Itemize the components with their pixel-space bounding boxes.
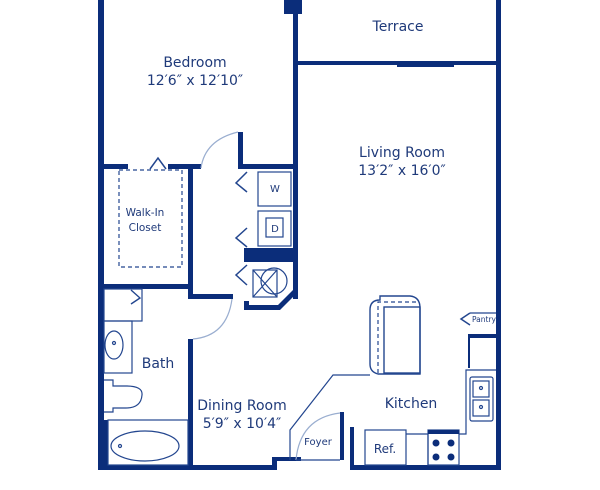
mech-door bbox=[234, 264, 248, 286]
range bbox=[427, 429, 460, 466]
pantry-label: Pantry bbox=[472, 315, 497, 324]
toilet bbox=[104, 379, 143, 413]
kitchen-label: Kitchen bbox=[385, 396, 438, 412]
bath-closet-door bbox=[130, 289, 142, 305]
dryer bbox=[257, 210, 292, 247]
range-back bbox=[428, 430, 459, 434]
bowl-drain-1 bbox=[478, 385, 484, 391]
fridge bbox=[364, 429, 407, 466]
wall-laundry-right bbox=[293, 164, 298, 299]
labels: Terrace Bedroom 12′6″ x 12′10″ Living Ro… bbox=[126, 19, 497, 456]
wall-closet-right bbox=[188, 169, 193, 297]
island-cabinet bbox=[383, 306, 421, 374]
entry-door-arc bbox=[295, 412, 341, 461]
island-counter bbox=[369, 295, 421, 375]
walls bbox=[98, 0, 501, 470]
wall-laundry-top bbox=[238, 164, 298, 169]
tub-drain bbox=[117, 443, 123, 449]
bowl-drain-2 bbox=[478, 404, 484, 410]
foyer-label: Foyer bbox=[304, 437, 333, 448]
bedroom-label: Bedroom bbox=[163, 55, 226, 71]
dining-label: Dining Room bbox=[197, 398, 287, 414]
wall-pantry-cabinet bbox=[468, 338, 470, 368]
terrace-label: Terrace bbox=[372, 19, 424, 35]
burners bbox=[428, 430, 459, 461]
wall-mech bbox=[244, 282, 298, 310]
sink-drain bbox=[111, 340, 117, 346]
washer bbox=[257, 171, 292, 207]
tub-basin bbox=[110, 430, 180, 462]
wall-dining-top bbox=[188, 294, 233, 299]
wall-pantry-bottom bbox=[468, 334, 496, 338]
wall-bottom-right bbox=[350, 465, 501, 470]
bath-door-arc bbox=[192, 298, 233, 340]
kitchen-sink bbox=[469, 376, 494, 422]
counter-left bbox=[406, 433, 429, 465]
water-heater-box bbox=[252, 269, 278, 298]
burner-4 bbox=[447, 453, 455, 461]
wall-closet-bottom bbox=[104, 284, 193, 289]
sink bbox=[104, 330, 124, 360]
sink-bowl-1 bbox=[472, 380, 490, 398]
wall-laundry-left bbox=[238, 132, 243, 169]
island-overhang bbox=[377, 301, 417, 373]
living-label: Living Room bbox=[359, 145, 445, 161]
closet-label-2: Closet bbox=[129, 222, 162, 234]
bedroom-dims: 12′6″ x 12′10″ bbox=[147, 73, 243, 89]
pantry-door bbox=[459, 312, 471, 326]
laundry-door-1 bbox=[234, 171, 248, 193]
tub bbox=[107, 419, 189, 466]
wall-bath-right bbox=[188, 339, 193, 470]
fixtures bbox=[103, 131, 496, 466]
wall-foyer-right bbox=[340, 412, 344, 460]
laundry-door-2 bbox=[234, 227, 248, 248]
sink-bowl-2 bbox=[472, 399, 490, 417]
dryer-label: D bbox=[271, 224, 279, 235]
tub-edge bbox=[104, 420, 108, 465]
fridge-label: Ref. bbox=[374, 442, 396, 456]
wall-bottom-left bbox=[98, 465, 275, 470]
wall-right bbox=[496, 64, 501, 470]
wall-bottom-jog bbox=[272, 457, 301, 470]
sliding-door bbox=[397, 61, 454, 67]
washer-label: W bbox=[270, 184, 280, 195]
closet-door bbox=[149, 156, 167, 170]
burner-2 bbox=[447, 439, 455, 447]
wall-bedroom-bottom-2 bbox=[168, 164, 201, 169]
burner-3 bbox=[432, 453, 440, 461]
bedroom-door-arc bbox=[200, 131, 239, 169]
closet-label-1: Walk-In bbox=[126, 207, 165, 219]
wh-x2 bbox=[252, 269, 278, 298]
wall-bedroom-bottom-1 bbox=[104, 164, 128, 169]
kitchen-edge bbox=[289, 374, 370, 460]
counter-right bbox=[459, 369, 496, 435]
column bbox=[284, 0, 302, 14]
laundry-shelf bbox=[244, 248, 293, 262]
closet-shelf bbox=[118, 169, 183, 268]
wall-kitchen-left bbox=[350, 427, 354, 469]
vanity bbox=[103, 320, 133, 374]
burner-1 bbox=[432, 439, 440, 447]
wall-left bbox=[98, 0, 104, 470]
living-dims: 13′2″ x 16′0″ bbox=[358, 163, 445, 179]
wall-bedroom-right bbox=[293, 14, 298, 164]
wall-terrace-right bbox=[496, 0, 501, 64]
dryer-inner bbox=[265, 217, 284, 238]
water-heater bbox=[260, 267, 288, 295]
dining-dims: 5′9″ x 10′4″ bbox=[203, 416, 282, 432]
bath-label: Bath bbox=[142, 356, 175, 372]
